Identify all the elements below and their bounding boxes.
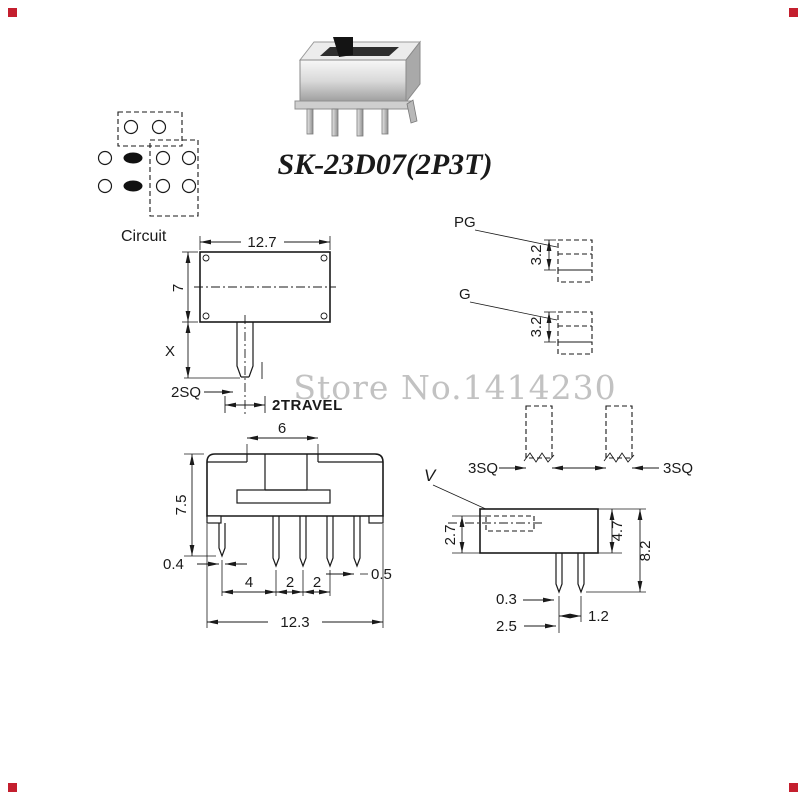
row-pitch-dim: 1.2 (588, 608, 609, 625)
pin (555, 553, 563, 594)
slider-slot (320, 47, 399, 56)
pg-dim: 3.2 (528, 245, 545, 266)
product-photo (294, 37, 422, 137)
corner-mark-bottom-left (8, 783, 17, 792)
shaft-cross-sections: 3SQ 3SQ (468, 405, 693, 477)
body-height-dim: 7.5 (173, 495, 190, 516)
travel-dim: 2TRAVEL (272, 397, 343, 414)
pg-label: PG (454, 214, 476, 231)
switch-pin (356, 108, 364, 137)
pin (577, 553, 585, 594)
switch-pin (331, 108, 339, 137)
pin (353, 516, 361, 568)
corner-mark-top-right (789, 8, 798, 17)
pitch-b-dim: 2 (286, 574, 294, 591)
slider-contact (123, 180, 143, 192)
g-dim: 3.2 (528, 317, 545, 338)
shaft-detail: PG 3.2 G 3.2 (454, 214, 593, 355)
shaft-square-dim: 2SQ (171, 384, 201, 401)
switch-pin (381, 108, 389, 135)
store-watermark: Store No.1414230 (293, 368, 616, 407)
switch-pin-side (406, 99, 418, 124)
shaft-outline (236, 322, 254, 378)
pin (299, 516, 307, 568)
right-square-dim: 3SQ (663, 460, 693, 477)
front-view: 6 7.5 0.4 0.5 4 2 2 (163, 420, 392, 631)
pin-thickness-dim: 0.3 (496, 591, 517, 608)
left-square-dim: 3SQ (468, 460, 498, 477)
slider-base (236, 489, 331, 504)
front-view-body (206, 453, 384, 517)
top-view: 12.7 7 X 2SQ 2TRAVEL (165, 234, 343, 416)
circuit-label: Circuit (121, 228, 167, 245)
switch-pin (306, 108, 314, 135)
top-view-height-dim: 7 (170, 284, 187, 292)
top-view-width-dim: 12.7 (247, 234, 276, 251)
total-width-dim: 12.3 (280, 614, 309, 631)
g-label: G (459, 286, 471, 303)
pin (272, 516, 280, 568)
part-number-title: SK-23D07(2P3T) (278, 148, 493, 181)
side-view: V 2.7 4.7 8.2 0.3 2.5 1.2 (424, 466, 654, 635)
body-depth-dim: 4.7 (609, 521, 626, 542)
slider-contact (123, 152, 143, 164)
total-height-dim: 8.2 (637, 541, 654, 562)
corner-marks (8, 8, 798, 792)
hidden-shaft (485, 515, 535, 532)
pin-pitch-dim: 2.5 (496, 618, 517, 635)
pin (326, 516, 334, 568)
pin-width-right-dim: 0.5 (371, 566, 392, 583)
shaft-length-dim: X (165, 343, 175, 360)
corner-mark-bottom-right (789, 783, 798, 792)
pitch-a-dim: 4 (245, 574, 253, 591)
pitch-c-dim: 2 (313, 574, 321, 591)
corner-mark-top-left (8, 8, 17, 17)
slot-width-dim: 6 (278, 420, 286, 437)
shaft-offset-dim: 2.7 (442, 525, 459, 546)
pin (218, 523, 226, 558)
circuit-schematic: Circuit (97, 111, 199, 245)
slider-knob (333, 37, 353, 57)
pin-width-left-dim: 0.4 (163, 556, 184, 573)
side-view-label: V (424, 466, 437, 485)
